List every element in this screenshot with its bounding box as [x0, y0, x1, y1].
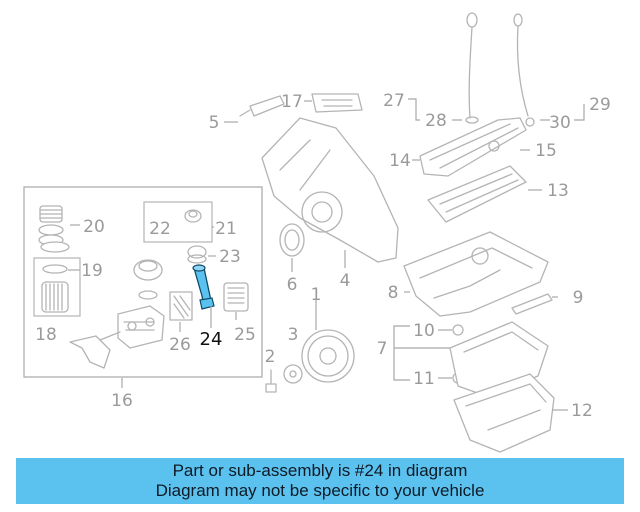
callout-13: 13: [547, 181, 569, 201]
callout-12: 12: [571, 401, 593, 421]
subassembly-box-18: [33, 257, 81, 317]
part-13-baffle: [427, 165, 527, 223]
part-16-filter-housing: [69, 259, 165, 369]
callout-8: 8: [388, 283, 399, 303]
callout-9: 9: [573, 288, 584, 308]
part-2-bolt: [265, 369, 277, 393]
callout-24-highlighted: 24: [200, 329, 223, 350]
part-1-flexplate: [301, 329, 355, 383]
part-3-spacer: [283, 364, 303, 384]
callout-27: 27: [383, 91, 405, 111]
subassembly-box-22: [143, 201, 213, 243]
callout-10: 10: [413, 321, 435, 341]
callout-14: 14: [389, 151, 411, 171]
callout-17: 17: [281, 92, 303, 112]
part-25-cover: [223, 282, 249, 312]
banner-disclaimer-line: Diagram may not be specific to your vehi…: [155, 481, 485, 500]
callout-2: 2: [265, 347, 276, 367]
callout-23: 23: [219, 247, 241, 267]
part-26-gasket: [169, 291, 193, 321]
part-5-sealant-tube: [239, 95, 285, 117]
part-14-valve-cover: [419, 117, 527, 177]
callout-6: 6: [287, 275, 298, 295]
part-27-dipstick: [465, 12, 479, 124]
part-9-sealant-tube: [511, 293, 553, 315]
callout-19: 19: [81, 261, 103, 281]
part-29-dipstick: [513, 13, 535, 127]
callout-5: 5: [209, 113, 220, 133]
callout-25: 25: [234, 325, 256, 345]
part-6-seal: [279, 223, 305, 257]
part-8-oil-pan-upper: [403, 231, 549, 317]
part-17-gasket: [311, 93, 363, 113]
callout-18: 18: [35, 325, 57, 345]
banner-part-line: Part or sub-assembly is #24 in diagram: [172, 461, 468, 480]
callout-7: 7: [377, 339, 388, 359]
callout-1: 1: [311, 285, 322, 305]
subassembly-box-16: [23, 186, 263, 378]
callout-20: 20: [83, 217, 105, 237]
callout-3: 3: [288, 325, 299, 345]
info-banner: Part or sub-assembly is #24 in diagram D…: [16, 458, 624, 504]
part-24-highlighted: [192, 264, 215, 310]
part-20-filter-cap: [38, 205, 70, 253]
part-12-oil-pan: [453, 373, 555, 453]
callout-11: 11: [413, 369, 435, 389]
part-21-plug: [184, 209, 202, 223]
part-10-plug: [452, 324, 464, 336]
part-4-timing-cover: [261, 117, 399, 263]
callout-16: 16: [111, 391, 133, 411]
callout-28: 28: [425, 111, 447, 131]
callout-30: 30: [549, 113, 571, 133]
part-23-seal: [187, 245, 207, 264]
callout-22: 22: [149, 219, 171, 239]
part-18-filter-element: [41, 281, 69, 313]
callout-26: 26: [169, 335, 191, 355]
callout-29: 29: [589, 95, 611, 115]
callout-15: 15: [535, 141, 557, 161]
callout-21: 21: [215, 219, 237, 239]
part-19-o-ring: [42, 264, 68, 274]
callout-4: 4: [340, 271, 351, 291]
